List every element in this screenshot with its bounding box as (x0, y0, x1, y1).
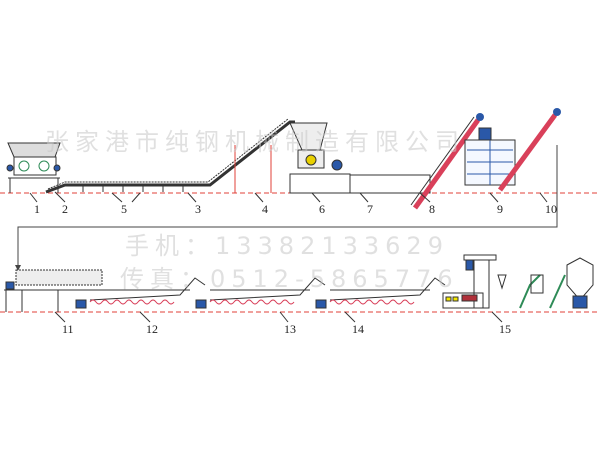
label-13: 13 (284, 322, 296, 336)
washing-trough-12 (75, 277, 206, 309)
labels-row1: 1 2 5 3 4 6 7 8 9 10 (34, 202, 557, 216)
labels-row2: 11 12 13 14 15 (62, 322, 511, 336)
label-10: 10 (545, 202, 557, 216)
screw-loader-10 (497, 108, 561, 192)
label-4: 4 (262, 202, 268, 216)
screw-loader-8 (410, 113, 484, 210)
watermark-mobile: 手机：13382133629 (125, 232, 449, 260)
watermark-fax: 传真：0512-5865776 (120, 265, 459, 293)
dewatering-press (4, 269, 103, 312)
label-2: 2 (62, 202, 68, 216)
washing-trough-13 (195, 277, 326, 309)
washing-trough-14 (315, 277, 446, 309)
crusher (289, 122, 431, 194)
label-6: 6 (319, 202, 325, 216)
label-14: 14 (352, 322, 364, 336)
label-3: 3 (195, 202, 201, 216)
belt-conveyor (45, 118, 295, 194)
label-11: 11 (62, 322, 74, 336)
washing-tank (464, 127, 516, 186)
watermark-company: 张家港市纯钢机械制造有限公司 (45, 128, 465, 156)
shredder (6, 142, 61, 193)
label-9: 9 (497, 202, 503, 216)
flow-arrow-icon (15, 265, 21, 271)
label-1: 1 (34, 202, 40, 216)
label-8: 8 (429, 202, 435, 216)
label-5: 5 (121, 202, 127, 216)
pelletizing-line (442, 254, 594, 309)
leader-lines (29, 191, 548, 323)
label-12: 12 (146, 322, 158, 336)
flow-connector (17, 145, 558, 268)
label-7: 7 (367, 202, 373, 216)
label-15: 15 (499, 322, 511, 336)
